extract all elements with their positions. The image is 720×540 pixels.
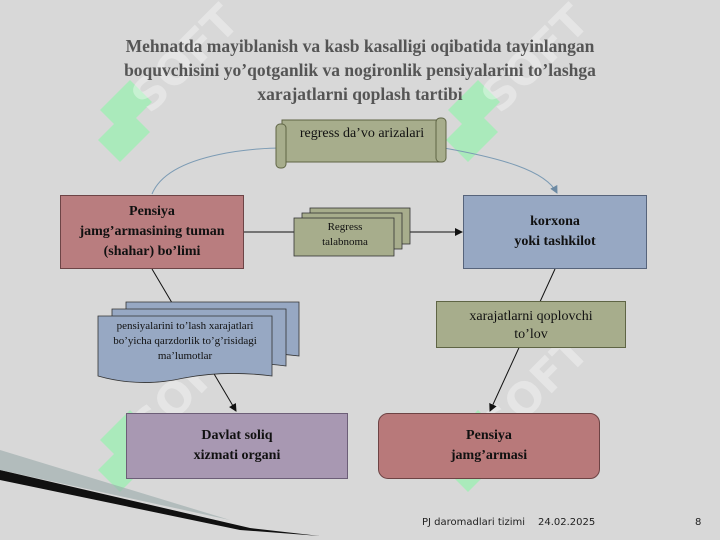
arc-arrow bbox=[151, 147, 281, 195]
regress-doc-stack bbox=[293, 207, 411, 257]
arc-arrow bbox=[443, 147, 558, 194]
scroll-label: regress da’vo arizalari bbox=[299, 126, 425, 141]
regress-doc-label: Regress talabnoma bbox=[322, 221, 368, 248]
pj-district-office-box: Pensiya jamg’armasining tuman (shahar) b… bbox=[60, 195, 244, 269]
enterprise-box: korxona yoki tashkilot bbox=[463, 195, 647, 269]
footer-page-number: 8 bbox=[695, 517, 702, 528]
info-doc-label: pensiyalarini to’lash xarajatlari bo’yic… bbox=[113, 320, 257, 362]
tax-service-box: Davlat soliq xizmati organi bbox=[126, 413, 348, 479]
decorative-swoosh bbox=[0, 470, 320, 536]
footer-date: 24.02.2025 bbox=[538, 517, 596, 528]
slide-title: Mehnatda mayiblanish va kasb kasalligi o… bbox=[124, 36, 596, 104]
info-doc-stack bbox=[97, 301, 300, 383]
footer-title: PJ daromadlari tizimi bbox=[422, 517, 526, 528]
scroll-shape bbox=[275, 117, 447, 169]
payment-box: xarajatlarni qoplovchi to’lov bbox=[436, 301, 626, 348]
pension-fund-box: Pensiya jamg’armasi bbox=[378, 413, 600, 479]
